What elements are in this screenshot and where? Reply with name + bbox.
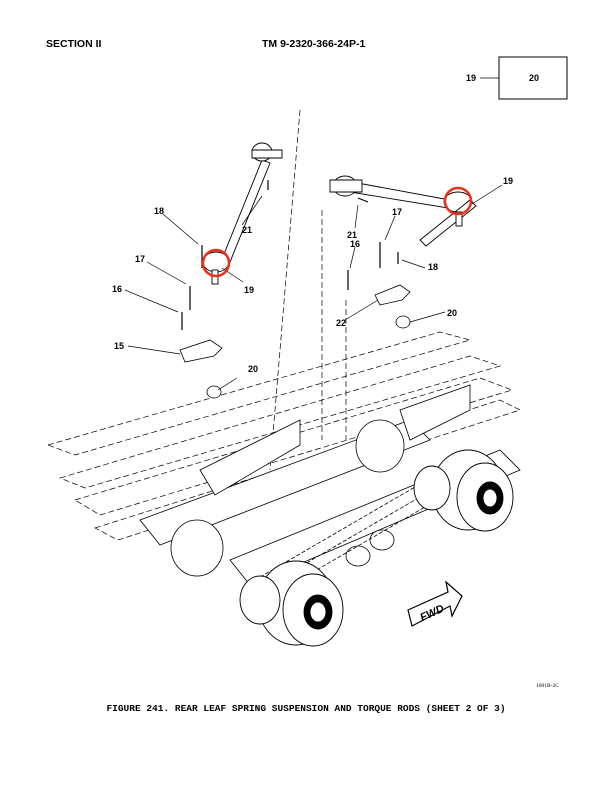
- highlight-circles: [201, 186, 473, 278]
- callout-18-right: 18: [428, 262, 438, 272]
- figure-caption: FIGURE 241. REAR LEAF SPRING SUSPENSION …: [106, 703, 506, 714]
- locator-index-label: 19: [466, 73, 476, 83]
- callout-15: 15: [114, 341, 124, 351]
- callout-21: 21: [242, 225, 252, 235]
- bracket-22: [374, 284, 411, 306]
- nut-20-left: [206, 385, 222, 399]
- brackets: [179, 284, 411, 399]
- callout-19: 19: [244, 285, 254, 295]
- left-torque-rod: [202, 142, 283, 285]
- right-torque-rod: [329, 175, 477, 247]
- callout-21-right: 21: [347, 230, 357, 240]
- callouts: 18 17 16 15 20 19 21 19 17 16 18 20 22 2…: [112, 176, 513, 374]
- wheel-hubs: [239, 449, 514, 647]
- leader-lines: [124, 184, 503, 391]
- callout-19-right: 19: [503, 176, 513, 186]
- callout-16-right: 16: [350, 239, 360, 249]
- nut-20-right: [395, 315, 411, 329]
- callout-20-right: 20: [447, 308, 457, 318]
- callout-17: 17: [135, 254, 145, 264]
- fwd-arrow: FWD: [407, 580, 463, 627]
- locator-inset: 19 20: [466, 56, 568, 100]
- locator-box-label: 20: [529, 73, 539, 83]
- section-heading: SECTION II: [46, 38, 102, 50]
- bracket-15: [179, 339, 223, 363]
- callout-16: 16: [112, 284, 122, 294]
- frame-rails: [46, 109, 521, 541]
- callout-20: 20: [248, 364, 258, 374]
- drawing-id: 1601B-2C: [536, 683, 559, 689]
- callout-18: 18: [154, 206, 164, 216]
- callout-17-right: 17: [392, 207, 402, 217]
- tm-number: TM 9-2320-366-24P-1: [262, 38, 366, 50]
- highlight-left-bushing: [201, 248, 231, 278]
- highlight-right-bushing: [443, 186, 473, 216]
- callout-22: 22: [336, 318, 346, 328]
